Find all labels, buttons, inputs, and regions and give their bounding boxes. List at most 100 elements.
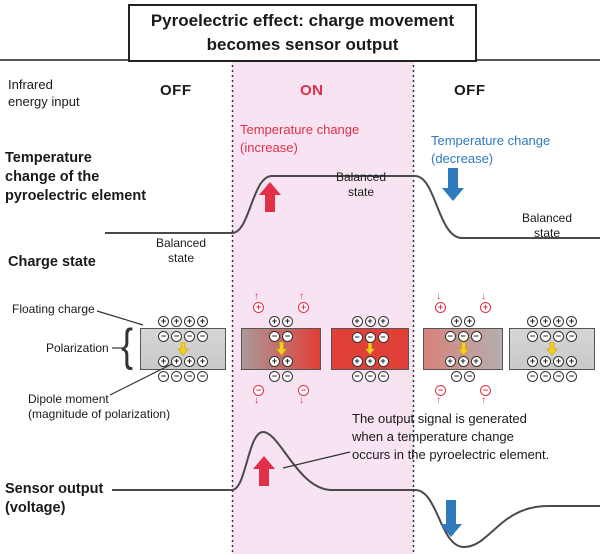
charge-symbol: −	[553, 371, 564, 382]
charge-symbol: −	[480, 385, 491, 396]
charge-motion-arrow: ↑	[481, 395, 486, 406]
charge-symbol: −	[269, 371, 280, 382]
polarization-arrow-icon	[275, 342, 287, 356]
charge-symbol: −	[457, 331, 469, 342]
charge-symbol: −	[171, 371, 182, 382]
charge-symbol: −	[197, 331, 208, 342]
charge-symbol: −	[553, 331, 564, 342]
pyroelectric-element-body: −−−+++	[331, 328, 409, 370]
charge-symbol: +	[269, 316, 280, 327]
charge-symbol: +	[364, 355, 376, 367]
moving-charge: ↑−	[435, 385, 446, 406]
moving-charge: ↓+	[435, 292, 446, 313]
polarization-arrow-icon	[365, 343, 375, 355]
charge-symbol: −	[566, 331, 577, 342]
state-off-left-label: OFF	[160, 82, 192, 99]
charge-symbol: +	[158, 356, 169, 367]
charge-symbol: +	[184, 316, 195, 327]
charge-symbol: −	[444, 331, 456, 342]
charge-symbol: +	[253, 302, 264, 313]
charge-symbol: −	[184, 371, 195, 382]
charge-symbol: −	[377, 331, 389, 343]
charge-motion-arrow: ↓	[254, 395, 259, 406]
charge-symbol: −	[451, 371, 462, 382]
charge-symbol: +	[184, 356, 195, 367]
charge-symbol: −	[197, 371, 208, 382]
charge-symbol: +	[464, 316, 475, 327]
charge-symbol: +	[364, 316, 376, 327]
charge-symbol: +	[553, 316, 564, 327]
pyro-element-hot-balanced: +++−−−+++−−−	[331, 300, 409, 398]
charge-symbol: +	[298, 302, 309, 313]
pyroelectric-element-body: −−−−++++	[509, 328, 595, 370]
charge-symbol: +	[351, 355, 363, 367]
charge-symbol: −	[540, 331, 551, 342]
charge-symbol: −	[540, 371, 551, 382]
temp-decrease-arrow	[442, 168, 464, 201]
charge-symbol: −	[351, 331, 363, 343]
polarization-arrow-icon	[177, 342, 189, 356]
charge-symbol: +	[540, 356, 551, 367]
moving-charge: ↓+	[480, 292, 491, 313]
charge-symbol: +	[527, 316, 538, 327]
dipole-moment-label: Dipole moment (magnitude of polarization…	[28, 392, 171, 421]
charge-motion-arrow: ↑	[436, 395, 441, 406]
polarization-label: Polarization	[46, 341, 109, 355]
charge-symbol: +	[282, 356, 293, 367]
temp-increase-label: Temperature change (increase)	[240, 122, 360, 155]
charge-symbol: −	[435, 385, 446, 396]
charge-symbol: −	[171, 331, 182, 342]
charge-motion-arrow: ↑	[299, 291, 304, 302]
charge-symbol: +	[451, 316, 462, 327]
pyroelectric-element-body: −−−+++	[423, 328, 503, 370]
charge-symbol: +	[435, 302, 446, 313]
charge-symbol: −	[527, 371, 538, 382]
charge-symbol: +	[566, 316, 577, 327]
moving-charge: ↑−	[480, 385, 491, 406]
charge-symbol: +	[158, 316, 169, 327]
sensor-output-row-label: Sensor output (voltage)	[5, 481, 104, 516]
charge-symbol: +	[470, 356, 482, 367]
polarization-brace: {	[121, 320, 134, 371]
moving-charge: ↓−	[253, 385, 264, 406]
charge-symbol: +	[377, 316, 389, 327]
charge-symbol: −	[184, 331, 195, 342]
charge-symbol: +	[269, 356, 280, 367]
pyro-element-heating: ↑+↑+++−−++−−↓−↓−	[241, 292, 321, 406]
charge-symbol: +	[540, 316, 551, 327]
temp-decrease-label: Temperature change (decrease)	[431, 133, 551, 166]
polarization-arrow-icon	[546, 342, 558, 356]
charge-symbol: −	[527, 331, 538, 342]
output-annotation: The output signal is generated when a te…	[352, 411, 550, 462]
charge-symbol: +	[457, 356, 469, 367]
charge-symbol: +	[553, 356, 564, 367]
charge-state-row-label: Charge state	[8, 254, 96, 270]
moving-charge: ↑+	[298, 292, 309, 313]
charge-symbol: +	[566, 356, 577, 367]
floating-charge-label: Floating charge	[12, 302, 95, 316]
pyro-element-cooling: ↓+↓+++−−−+++−−↑−↑−	[423, 292, 503, 406]
infrared-input-label: Infrared energy input	[8, 77, 80, 109]
charge-symbol: −	[282, 371, 293, 382]
charge-symbol: −	[464, 371, 475, 382]
state-on-label: ON	[300, 82, 324, 99]
moving-charge: ↑+	[253, 292, 264, 313]
charge-symbol: +	[444, 356, 456, 367]
floating-charge-pointer-line	[96, 310, 144, 326]
charge-symbol: +	[197, 316, 208, 327]
charge-symbol: +	[351, 316, 363, 327]
charge-symbol: −	[470, 331, 482, 342]
temp-row-label: Temperature change of the pyroelectric e…	[5, 150, 147, 204]
charge-symbol: +	[480, 302, 491, 313]
charge-motion-arrow: ↓	[436, 291, 441, 302]
pyroelectric-element-body: −−++	[241, 328, 321, 370]
charge-symbol: −	[351, 371, 363, 382]
balanced-state-left-label: Balanced state	[155, 236, 207, 265]
charge-symbol: −	[377, 371, 389, 382]
charge-symbol: −	[158, 371, 169, 382]
charge-symbol: −	[298, 385, 309, 396]
charge-symbol: +	[171, 316, 182, 327]
charge-symbol: +	[197, 356, 208, 367]
balanced-state-mid-label: Balanced state	[335, 170, 387, 199]
charge-symbol: −	[253, 385, 264, 396]
